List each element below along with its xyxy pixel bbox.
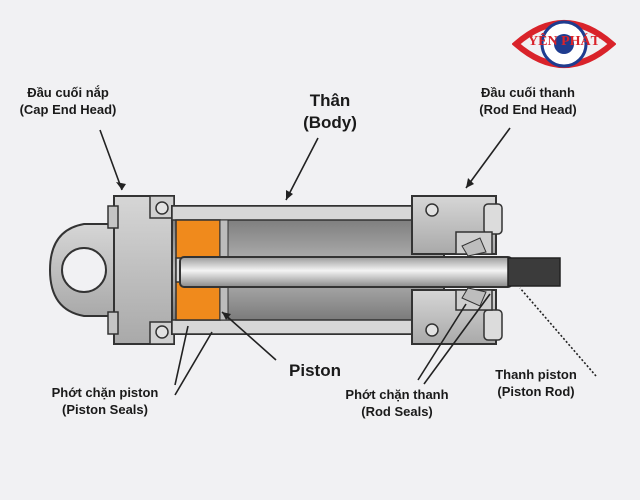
label-cap-end-head-vi: Đầu cuối nắp bbox=[27, 85, 109, 100]
piston-rod-part bbox=[179, 256, 561, 288]
label-body-en: (Body) bbox=[303, 113, 357, 132]
logo: YÊN PHÁT bbox=[512, 8, 616, 80]
leader-body bbox=[285, 137, 319, 201]
leader-piston-rod bbox=[519, 287, 597, 377]
leader-lines bbox=[99, 127, 597, 396]
label-rod-end-head-en: (Rod End Head) bbox=[479, 102, 577, 117]
leader-piston-seals-1 bbox=[174, 325, 189, 386]
label-rod-end-head-vi: Đầu cuối thanh bbox=[481, 85, 575, 100]
label-piston-en: Piston bbox=[289, 361, 341, 380]
cap-end-head-part bbox=[107, 195, 175, 345]
leader-rod-seals-1 bbox=[417, 303, 467, 381]
label-rod-end-head: Đầu cuối thanh (Rod End Head) bbox=[466, 84, 590, 118]
label-piston-seals: Phớt chặn piston (Piston Seals) bbox=[38, 384, 172, 418]
label-cap-end-head-en: (Cap End Head) bbox=[19, 102, 117, 117]
label-cap-end-head: Đầu cuối nắp (Cap End Head) bbox=[6, 84, 130, 118]
leader-rod-seals-2 bbox=[423, 293, 491, 385]
clevis-eye bbox=[48, 223, 121, 317]
label-piston-seals-en: (Piston Seals) bbox=[62, 402, 148, 417]
leader-piston-seals-2 bbox=[174, 331, 213, 396]
label-rod-seals-vi: Phớt chặn thanh bbox=[345, 387, 449, 402]
label-rod-seals: Phớt chặn thanh (Rod Seals) bbox=[336, 386, 458, 420]
label-piston-seals-vi: Phớt chặn piston bbox=[51, 385, 159, 400]
leader-cap-end-head bbox=[99, 129, 123, 191]
leader-rod-end-head bbox=[465, 127, 511, 189]
label-body: Thân (Body) bbox=[290, 90, 370, 134]
label-piston-rod-en: (Piston Rod) bbox=[497, 384, 575, 399]
label-piston-rod-vi: Thanh piston bbox=[495, 367, 577, 382]
label-rod-seals-en: (Rod Seals) bbox=[361, 404, 433, 419]
label-body-vi: Thân bbox=[309, 91, 351, 110]
leader-piston bbox=[221, 311, 277, 361]
logo-eye-icon bbox=[512, 20, 616, 68]
label-piston-rod: Thanh piston (Piston Rod) bbox=[482, 366, 590, 400]
logo-text: YÊN PHÁT bbox=[528, 34, 600, 49]
label-piston: Piston bbox=[282, 360, 348, 382]
